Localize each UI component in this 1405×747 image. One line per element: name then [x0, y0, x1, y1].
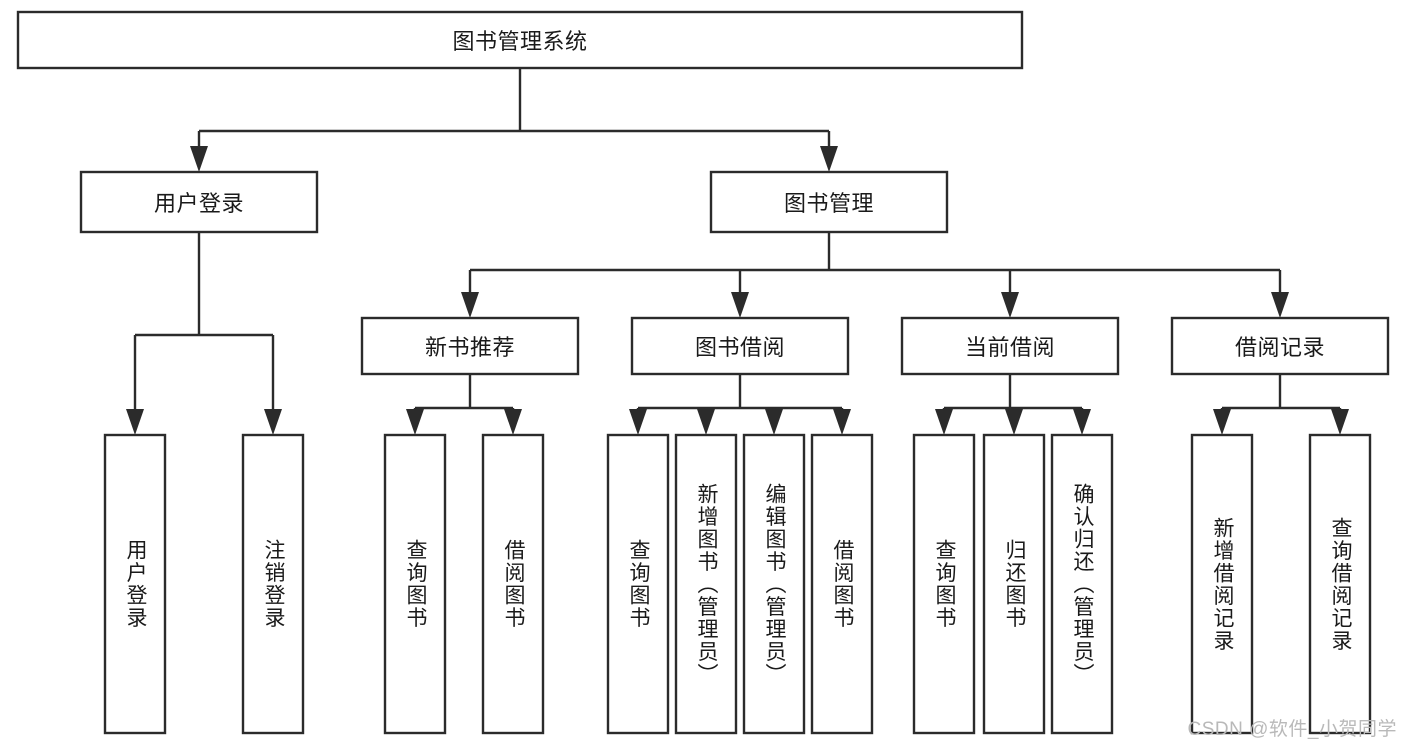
- node-box-leaf-add-book[interactable]: [674, 433, 738, 735]
- arrow-head-icon: [1271, 292, 1289, 318]
- arrow-head-icon: [1213, 409, 1231, 435]
- node-box-leaf-edit-book[interactable]: [742, 433, 806, 735]
- arrow-head-icon: [461, 292, 479, 318]
- csdn-watermark: CSDN @软件_小贺同学: [1187, 719, 1397, 740]
- node-box-user-login[interactable]: [79, 170, 319, 234]
- arrow-head-icon: [1331, 409, 1349, 435]
- arrow-head-icon: [190, 146, 208, 172]
- arrow-head-icon: [406, 409, 424, 435]
- node-box-leaf-query-book-borrow[interactable]: [606, 433, 670, 735]
- arrow-head-icon: [765, 409, 783, 435]
- node-box-new-book-recommend[interactable]: [360, 316, 580, 376]
- node-box-root[interactable]: [16, 10, 1024, 70]
- node-box-leaf-logout[interactable]: [241, 433, 305, 735]
- node-box-leaf-borrow-book-recommend[interactable]: [481, 433, 545, 735]
- node-box-current-borrow[interactable]: [900, 316, 1120, 376]
- arrow-head-icon: [504, 409, 522, 435]
- node-box-leaf-borrow-book[interactable]: [810, 433, 874, 735]
- connector-layer: [126, 68, 1349, 435]
- arrow-head-icon: [697, 409, 715, 435]
- arrow-head-icon: [833, 409, 851, 435]
- node-box-book-borrow[interactable]: [630, 316, 850, 376]
- node-box-leaf-query-book-current[interactable]: [912, 433, 976, 735]
- arrow-head-icon: [126, 409, 144, 435]
- arrow-head-icon: [1073, 409, 1091, 435]
- arrow-head-icon: [935, 409, 953, 435]
- node-box-leaf-user-login[interactable]: [103, 433, 167, 735]
- node-box-leaf-confirm-return[interactable]: [1050, 433, 1114, 735]
- node-box-borrow-record[interactable]: [1170, 316, 1390, 376]
- node-box-leaf-query-borrow-record[interactable]: [1308, 433, 1372, 735]
- arrow-head-icon: [1001, 292, 1019, 318]
- arrow-head-icon: [820, 146, 838, 172]
- node-box-leaf-query-book-recommend[interactable]: [383, 433, 447, 735]
- arrow-head-icon: [264, 409, 282, 435]
- node-box-layer: [16, 10, 1390, 735]
- node-box-leaf-return-book[interactable]: [982, 433, 1046, 735]
- node-box-leaf-add-borrow-record[interactable]: [1190, 433, 1254, 735]
- arrow-head-icon: [731, 292, 749, 318]
- arrow-head-icon: [629, 409, 647, 435]
- node-box-book-manage[interactable]: [709, 170, 949, 234]
- arrow-head-icon: [1005, 409, 1023, 435]
